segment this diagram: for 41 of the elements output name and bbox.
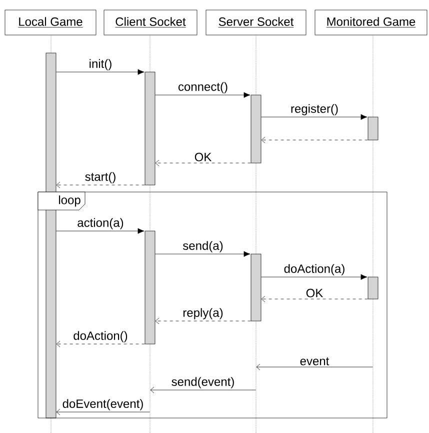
lifeline: [372, 34, 374, 433]
return-arrow: [56, 182, 145, 188]
message-label: connect(): [178, 82, 228, 94]
message-arrow: [155, 92, 250, 98]
return-arrow: [56, 340, 145, 348]
message-label: init(): [90, 59, 112, 70]
message-label: action(a): [78, 218, 124, 230]
participant-box: Local Game: [4, 10, 96, 36]
activation-bar: [46, 52, 56, 418]
participant-box: Client Socket: [104, 10, 198, 36]
return-arrow: [261, 296, 368, 302]
return-arrow: [155, 160, 251, 166]
message-label: send(event): [172, 377, 234, 388]
message-arrow: [261, 114, 368, 120]
message-arrow: [56, 69, 144, 75]
message-arrow: [56, 228, 144, 234]
activation-bar: [250, 254, 262, 322]
message-label: doAction(): [74, 331, 128, 342]
message-label: register(): [291, 104, 338, 116]
message-arrow: [256, 364, 373, 370]
message-arrow: [150, 386, 256, 394]
message-label: OK: [194, 152, 212, 162]
message-arrow: [155, 251, 250, 257]
message-label: OK: [306, 288, 324, 298]
message-arrow: [56, 408, 150, 416]
message-arrow: [261, 274, 368, 280]
message-label: doAction(a): [284, 264, 344, 276]
activation-bar: [144, 230, 156, 344]
message-label: start(): [85, 172, 116, 184]
message-label: event: [300, 357, 330, 366]
message-label: doEvent(event): [62, 399, 143, 410]
activation-bar: [250, 94, 262, 164]
activation-bar: [368, 116, 378, 140]
message-label: reply(a): [183, 308, 223, 320]
activation-bar: [368, 276, 378, 300]
return-arrow: [155, 318, 251, 324]
return-arrow: [261, 136, 368, 144]
participant-box: Monitored Game: [314, 10, 428, 36]
message-label: send(a): [182, 241, 223, 252]
activation-bar: [144, 72, 156, 186]
participant-box: Server Socket: [206, 10, 306, 36]
